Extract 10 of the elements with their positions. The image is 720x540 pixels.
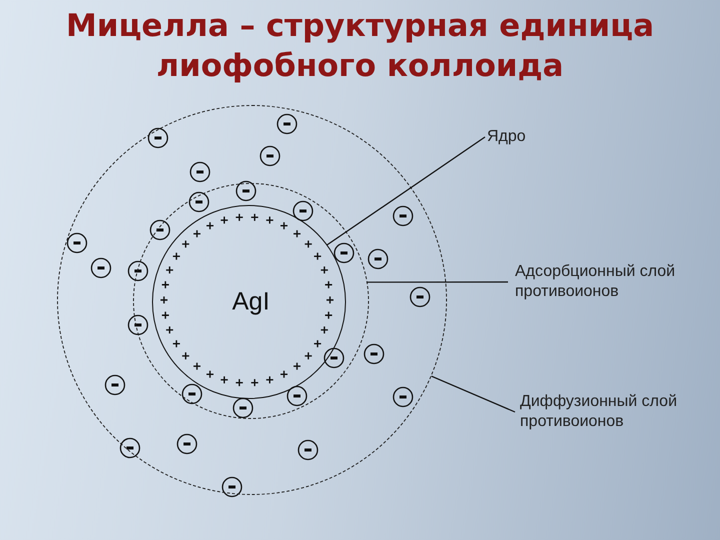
core-label: AgI — [232, 288, 270, 316]
leader-line — [366, 281, 508, 283]
core-circle — [152, 205, 346, 399]
adsorption-layer-circle — [133, 183, 369, 419]
leader-line — [431, 376, 516, 413]
leader-line — [326, 136, 486, 246]
callout-label: Ядро — [487, 127, 567, 147]
callout-label: Диффузионный слой противоионов — [520, 392, 700, 432]
slide-title: Мицелла – структурная единица лиофобного коллоида — [65, 7, 655, 86]
callout-label: Адсорбционный слой противоионов — [515, 262, 695, 302]
